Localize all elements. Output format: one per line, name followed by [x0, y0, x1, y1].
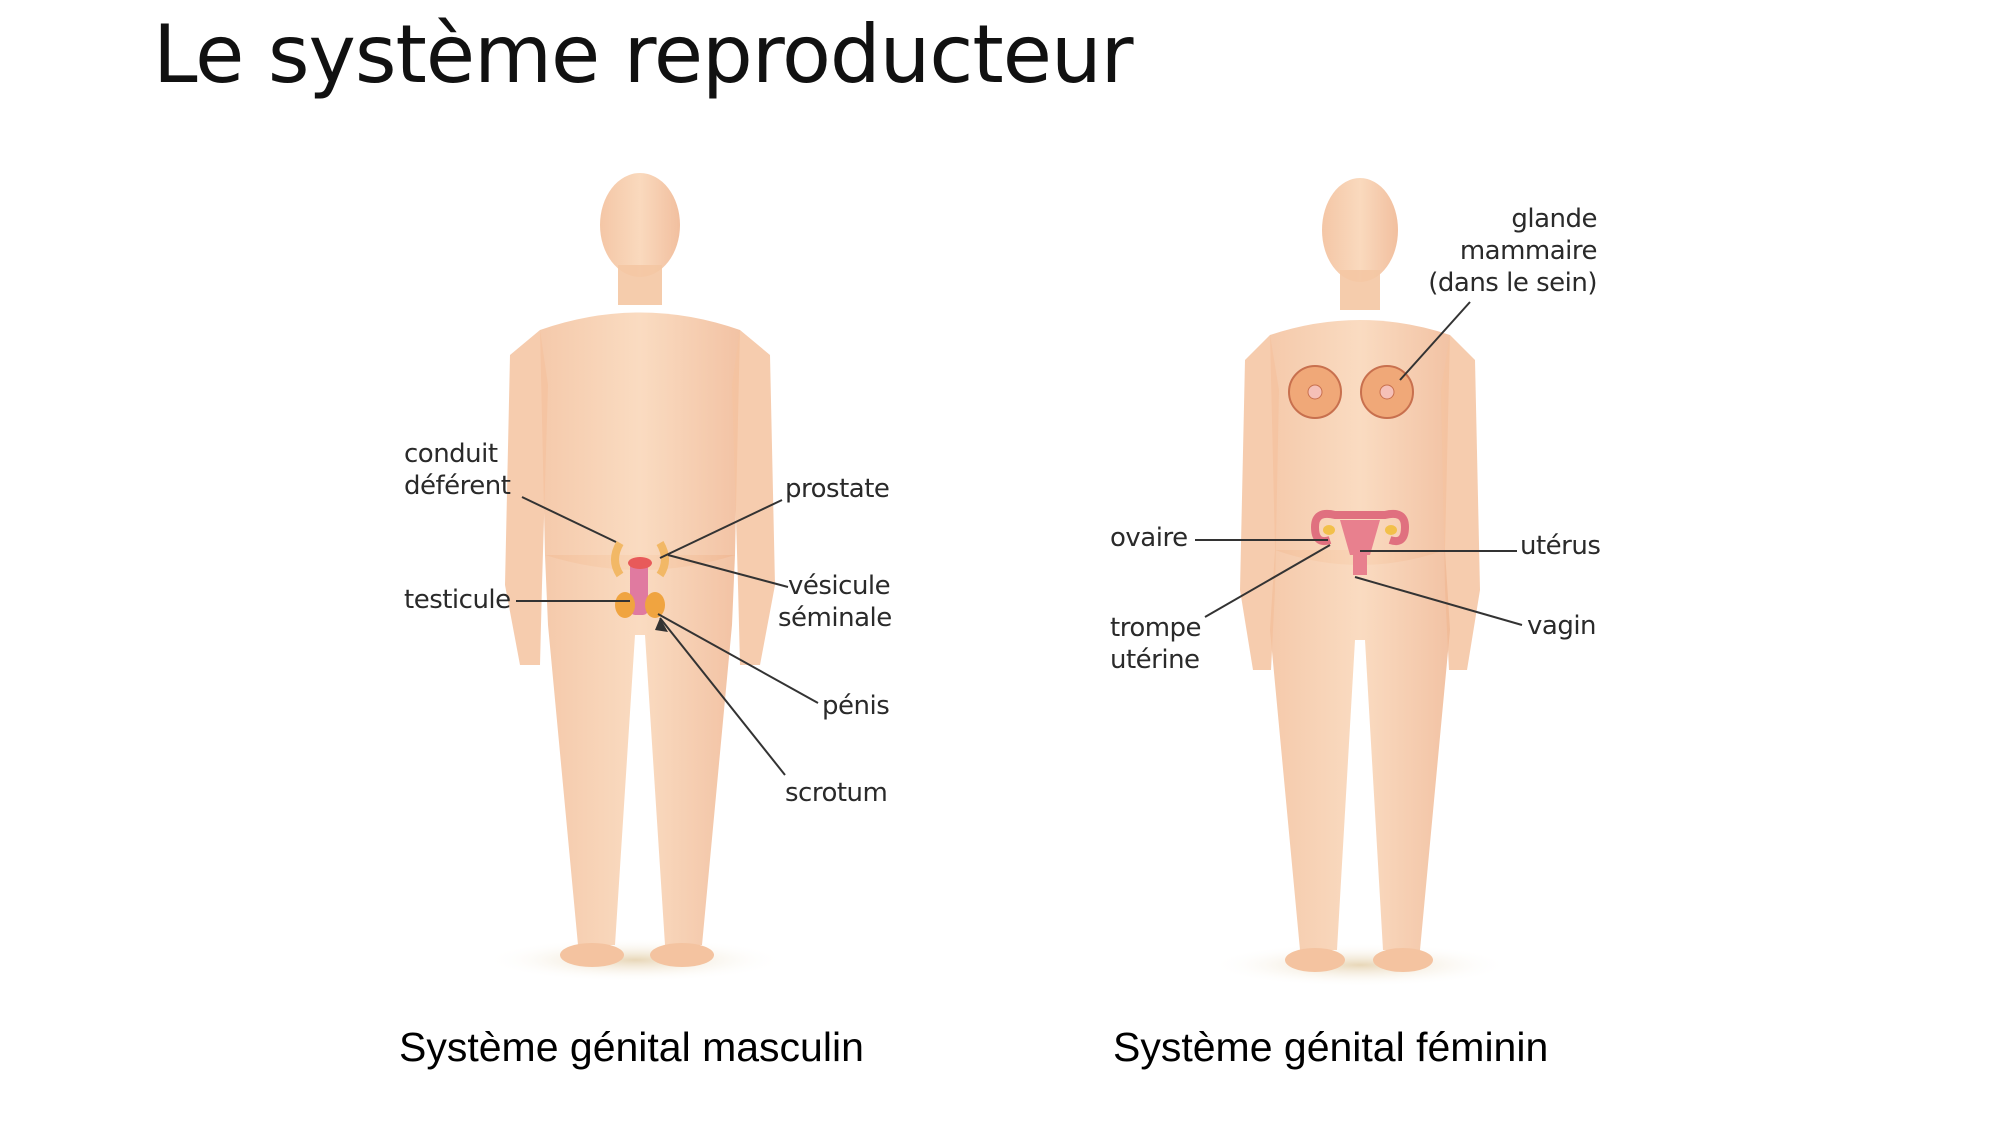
- label-vesicule-seminale: vésicule séminale: [778, 571, 892, 633]
- label-trompe-uterine: trompe utérine: [1110, 613, 1202, 675]
- label-conduit-deferent: conduit déférent: [404, 439, 511, 501]
- label-ovaire: ovaire: [1110, 523, 1188, 553]
- label-vagin: vagin: [1527, 611, 1597, 641]
- label-scrotum: scrotum: [785, 778, 888, 808]
- label-testicule: testicule: [404, 585, 511, 615]
- caption-female: Système génital féminin: [1113, 1024, 1549, 1070]
- caption-male: Système génital masculin: [399, 1024, 864, 1070]
- page-title: Le système reproducteur: [153, 8, 1134, 101]
- label-glande-mammaire: glande mammaire (dans le sein): [1428, 204, 1597, 298]
- label-prostate: prostate: [785, 474, 890, 504]
- label-uterus: utérus: [1520, 531, 1601, 561]
- female-body-illustration: [1210, 178, 1510, 987]
- label-penis: pénis: [822, 691, 890, 721]
